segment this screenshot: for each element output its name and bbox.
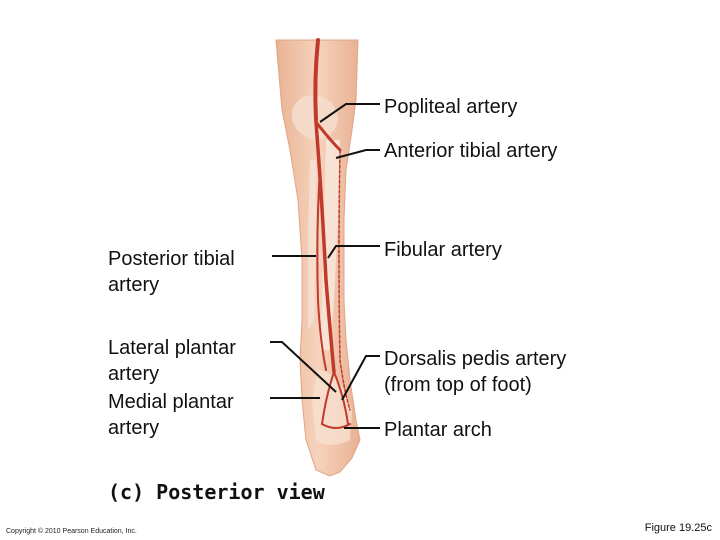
lateral-plantar-artery [321, 371, 335, 425]
anterior-tibial-artery [314, 120, 342, 152]
label-popliteal-artery: Popliteal artery [384, 96, 518, 118]
copyright-notice: Copyright © 2010 Pearson Education, Inc. [6, 528, 137, 535]
label-medial-plantar-artery: Medial plantar artery [108, 391, 234, 439]
figure-number: Figure 19.25c [644, 522, 712, 534]
tibia-bone [320, 140, 340, 350]
fibula-bone [308, 160, 316, 330]
fibular-artery [316, 169, 327, 371]
popliteal-artery [313, 38, 320, 122]
label-dorsalis-pedis-artery: Dorsalis pedis artery (from top of foot) [384, 348, 567, 396]
leader-dorsalis-pedis [341, 355, 380, 401]
label-lateral-plantar-artery: Lateral plantar artery [108, 337, 236, 385]
label-anterior-tibial-artery: Anterior tibial artery [384, 140, 558, 162]
leader-popliteal [319, 103, 380, 123]
leader-fibular [327, 245, 380, 259]
leader-lateral-plantar [270, 341, 337, 393]
posterior-tibial-artery [314, 120, 336, 374]
label-plantar-arch: Plantar arch [384, 419, 492, 441]
label-posterior-tibial-artery: Posterior tibial artery [108, 248, 235, 296]
label-fibular-artery: Fibular artery [384, 239, 502, 261]
figure-caption: (c) Posterior view [108, 480, 325, 504]
dorsalis-pedis-artery [338, 149, 351, 411]
plantar-arch [321, 423, 351, 429]
leader-anterior-tibial [335, 149, 380, 159]
